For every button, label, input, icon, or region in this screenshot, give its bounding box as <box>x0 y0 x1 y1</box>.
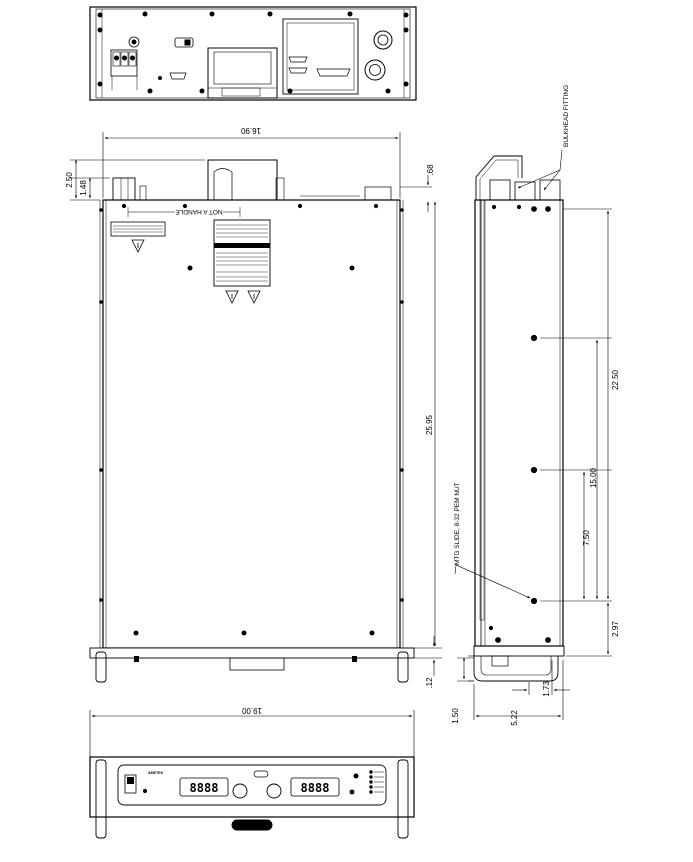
dim-slide-end: 2.97 <box>611 621 620 637</box>
handle-label: NOT A HANDLE <box>175 208 223 215</box>
dim-rear-step: 1.48 <box>79 180 88 196</box>
terminal-block <box>110 49 138 90</box>
dim-slide-short: 7.50 <box>582 530 591 546</box>
mount-hole-icon <box>97 11 409 94</box>
warning-triangle-icon <box>225 290 261 304</box>
dim-slide-mid: 15.00 <box>589 467 598 488</box>
side-view-dimensions <box>454 149 612 720</box>
dim-rack-width: 19.00 <box>241 706 262 715</box>
meter-left-display: 8888 <box>190 781 219 795</box>
callout-mtg-slide: MTG SLIDE, 8-32 PEM NUT <box>454 482 461 565</box>
dim-panel-height: 1.50 <box>451 708 460 724</box>
dim-body-length: 25.95 <box>425 414 434 435</box>
top-view-dimensions <box>70 132 442 676</box>
dim-front-lip: .12 <box>425 677 434 689</box>
mount-hole-icon <box>142 770 373 795</box>
callout-bulkhead: BULKHEAD FITTING <box>563 85 570 147</box>
dim-slide-overall: 22.50 <box>611 369 620 390</box>
mount-hole-icon <box>99 203 404 636</box>
d-sub-connector-icon <box>169 72 187 80</box>
dim-overall-width: 16.90 <box>240 126 261 135</box>
rear-view <box>89 6 417 101</box>
top-view: NOT A HANDLE <box>89 159 415 683</box>
mount-hole-icon <box>488 204 551 643</box>
warning-triangle-icon <box>131 239 145 253</box>
side-view <box>473 155 565 682</box>
dim-handle-offset: 1.73 <box>542 681 551 697</box>
meter-right-display: 8888 <box>301 781 330 795</box>
front-view-dimensions <box>89 710 415 757</box>
dim-side-depth: 5.22 <box>510 710 519 726</box>
brand-logo: AMETEK <box>148 771 164 775</box>
front-view <box>89 756 415 839</box>
handle-label-group <box>127 207 241 217</box>
dim-handle-depth: 2.50 <box>65 172 74 188</box>
dim-rear-offset: .68 <box>426 164 435 176</box>
